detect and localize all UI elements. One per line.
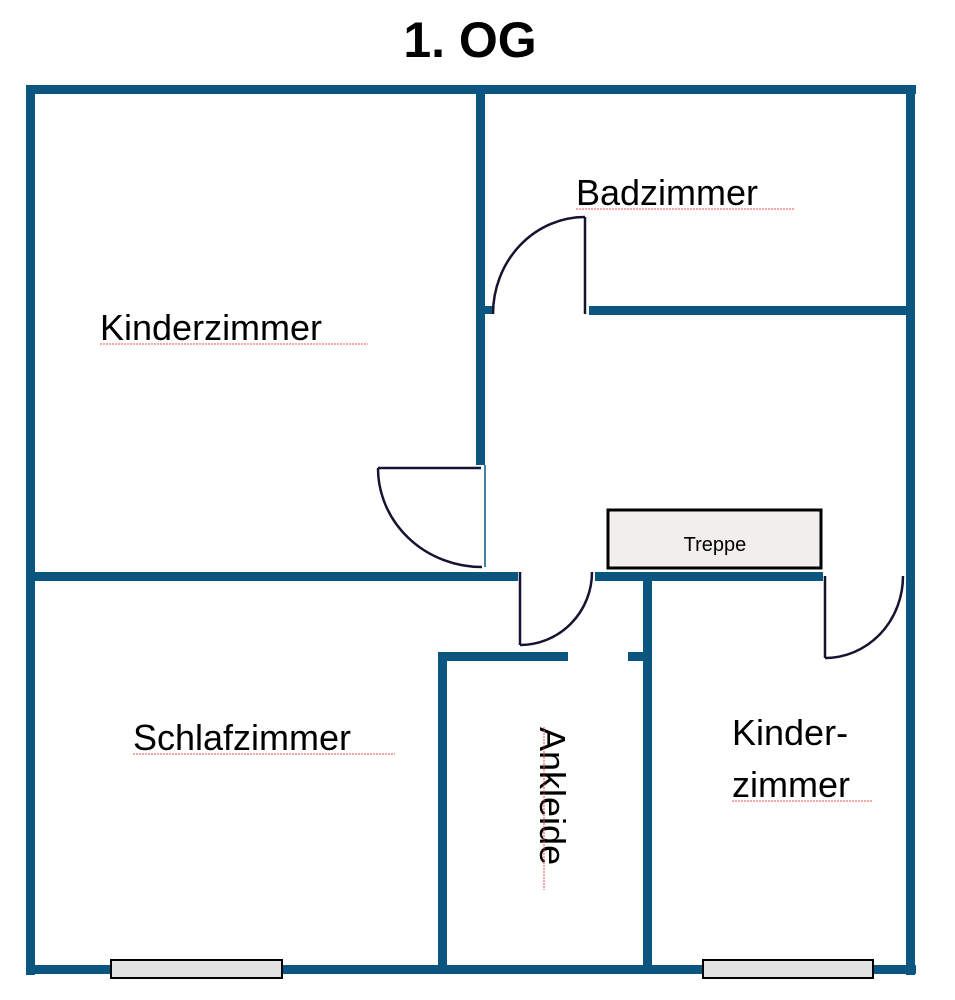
wall-ankleide-stub — [628, 652, 646, 661]
room-label-kinderzimmer-2-line2: zimmer — [732, 764, 850, 805]
windows — [110, 959, 874, 979]
wall-kinderzimmer-south — [30, 572, 518, 581]
door-kinderzimmer-2 — [823, 575, 905, 660]
window-schlafzimmer — [110, 959, 283, 979]
window-kinderzimmer-2 — [702, 959, 874, 979]
door-badzimmer — [491, 215, 587, 315]
door-kinderzimmer — [376, 465, 486, 569]
stairs: Treppe — [606, 508, 823, 570]
outer-wall-left — [26, 85, 35, 975]
room-label-kinderzimmer-2-line1: Kinder- — [732, 712, 848, 753]
room-label-ankleide: Ankleide — [532, 727, 573, 865]
wall-ankleide-west — [438, 652, 447, 970]
wall-ankleide-north — [438, 652, 568, 661]
outer-wall-bottom — [26, 965, 916, 974]
walls — [26, 85, 916, 975]
wall-bad-south — [589, 306, 909, 315]
room-label-kinderzimmer: Kinderzimmer — [100, 307, 322, 348]
outer-wall-right — [906, 85, 915, 975]
stairs-label: Treppe — [684, 534, 747, 556]
wall-stub-bad — [476, 306, 493, 314]
wall-flur-south — [595, 572, 823, 581]
doors — [376, 215, 905, 660]
door-ankleide — [518, 571, 594, 647]
wall-kinderzimmer-east — [476, 90, 485, 465]
wall-ankleide-east — [643, 576, 652, 970]
outer-wall-top — [26, 85, 916, 94]
room-label-badzimmer: Badzimmer — [576, 172, 758, 213]
floor-title: 1. OG — [403, 12, 536, 68]
room-label-schlafzimmer: Schlafzimmer — [133, 717, 351, 758]
